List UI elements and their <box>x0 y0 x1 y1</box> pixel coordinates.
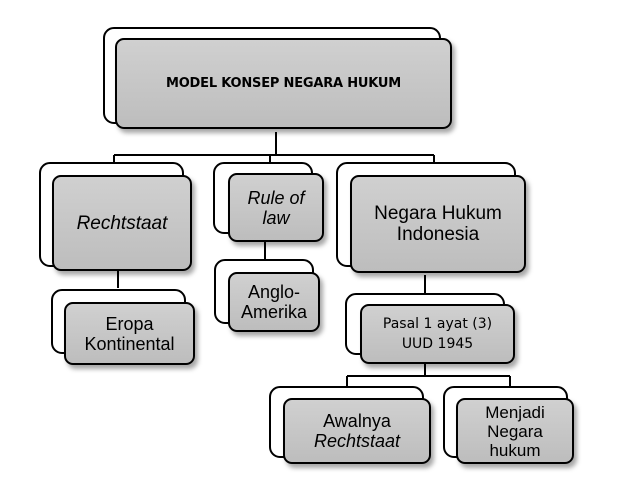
node-rule-of-law-line2: law <box>262 207 290 228</box>
node-anglo-line2: Amerika <box>240 302 307 322</box>
node-anglo-line1: Anglo- <box>247 282 300 302</box>
node-rule-of-law-front: Rule of law <box>228 173 324 242</box>
root-node-front: MODEL KONSEP NEGARA HUKUM <box>115 38 452 129</box>
node-menjadi-line1: Menjadi <box>485 402 545 422</box>
node-eropa-front: Eropa Kontinental <box>64 302 195 365</box>
node-awalnya-line1: Awalnya <box>323 411 391 431</box>
node-menjadi-line2: Negara <box>487 421 543 441</box>
node-eropa-line2: Kontinental <box>84 333 175 354</box>
node-negara-hukum-front: Negara Hukum Indonesia <box>350 175 526 273</box>
node-menjadi-line3: hukum <box>489 440 541 460</box>
node-rechtstaat-label: Rechtstaat <box>76 212 168 234</box>
node-eropa-line1: Eropa <box>105 313 154 334</box>
node-menjadi-front: Menjadi Negara hukum <box>456 398 574 464</box>
diagram-title: MODEL KONSEP NEGARA HUKUM <box>165 76 402 91</box>
node-pasal-line1: Pasal 1 ayat (3) <box>382 316 493 332</box>
node-awalnya-line2: Rechtstaat <box>313 431 401 451</box>
node-rechtstaat-front: Rechtstaat <box>52 175 192 271</box>
node-pasal-front: Pasal 1 ayat (3) UUD 1945 <box>360 304 515 364</box>
node-anglo-front: Anglo- Amerika <box>228 272 320 332</box>
node-awalnya-front: Awalnya Rechtstaat <box>283 398 431 464</box>
node-rule-of-law-line1: Rule of <box>247 187 305 208</box>
node-negara-hukum-line2: Indonesia <box>396 224 480 245</box>
node-pasal-line2: UUD 1945 <box>401 336 474 352</box>
node-negara-hukum-line1: Negara Hukum <box>374 203 502 224</box>
